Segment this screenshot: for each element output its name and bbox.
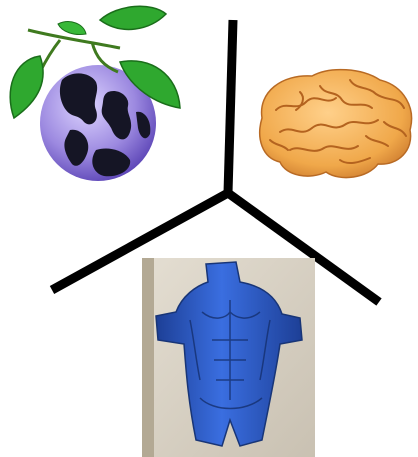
photo-wall-edge [142,258,154,457]
globe-with-leaves-icon [10,6,180,181]
brain-shape [260,70,412,178]
leaf-left [10,56,43,118]
brain-icon [260,70,412,178]
leaf-small [58,22,86,35]
leaf-top [100,6,166,29]
blue-body-sculpture-photo [142,258,315,457]
divider-top-arm [228,20,233,193]
